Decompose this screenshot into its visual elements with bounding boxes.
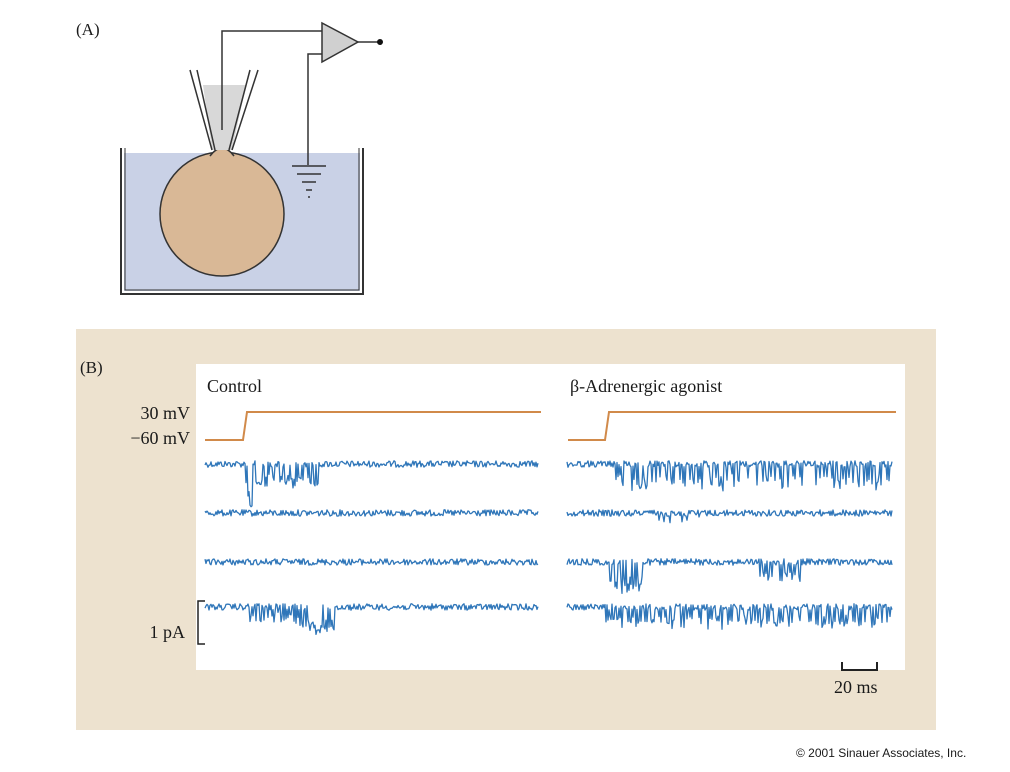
- current-trace-agonist-4: [566, 603, 893, 630]
- electrode-wire: [221, 30, 322, 130]
- pipette-wall-right-inner: [228, 69, 251, 151]
- current-trace-agonist-3: [566, 558, 893, 594]
- voltage-label-high: 30 mV: [140, 403, 191, 423]
- current-trace-control-3: [204, 558, 539, 566]
- current-trace-agonist-1: [566, 460, 893, 492]
- time-scale-label: 20 ms: [834, 677, 878, 697]
- pipette-wall-left-inner: [196, 69, 216, 151]
- panel-b-label: (B): [80, 358, 103, 377]
- voltage-label-low: −60 mV: [130, 428, 190, 448]
- condition-label-agonist: β-Adrenergic agonist: [570, 376, 723, 396]
- current-traces-control: [204, 460, 539, 636]
- ground-wire: [307, 53, 322, 165]
- amplifier: [321, 21, 360, 64]
- current-scale-label: 1 pA: [149, 622, 186, 642]
- ground-symbol: [292, 165, 326, 198]
- copyright-notice: © 2001 Sinauer Associates, Inc.: [796, 746, 967, 760]
- pipette-wall-left-outer: [189, 69, 213, 151]
- time-scale-bar: [841, 662, 878, 671]
- current-scale-bar: [197, 600, 205, 645]
- voltage-step-agonist: [568, 411, 896, 441]
- patch-clamp-schematic: [120, 21, 383, 295]
- current-trace-control-2: [204, 509, 539, 517]
- condition-label-control: Control: [207, 376, 263, 396]
- panel-b-plot-area: [196, 364, 905, 670]
- voltage-step-control: [205, 411, 541, 441]
- current-trace-control-4: [204, 603, 539, 636]
- current-trace-agonist-2: [566, 509, 893, 524]
- cell: [159, 151, 285, 277]
- current-traces-agonist: [566, 460, 893, 630]
- pipette-solution: [203, 85, 246, 150]
- pipette-wall-right-outer: [231, 69, 259, 151]
- amplifier-output-terminal: [377, 39, 383, 45]
- bath-container-inner: [124, 148, 360, 291]
- bath-container: [120, 148, 364, 295]
- panel-a-label: (A): [76, 20, 100, 39]
- current-trace-control-1: [204, 460, 539, 508]
